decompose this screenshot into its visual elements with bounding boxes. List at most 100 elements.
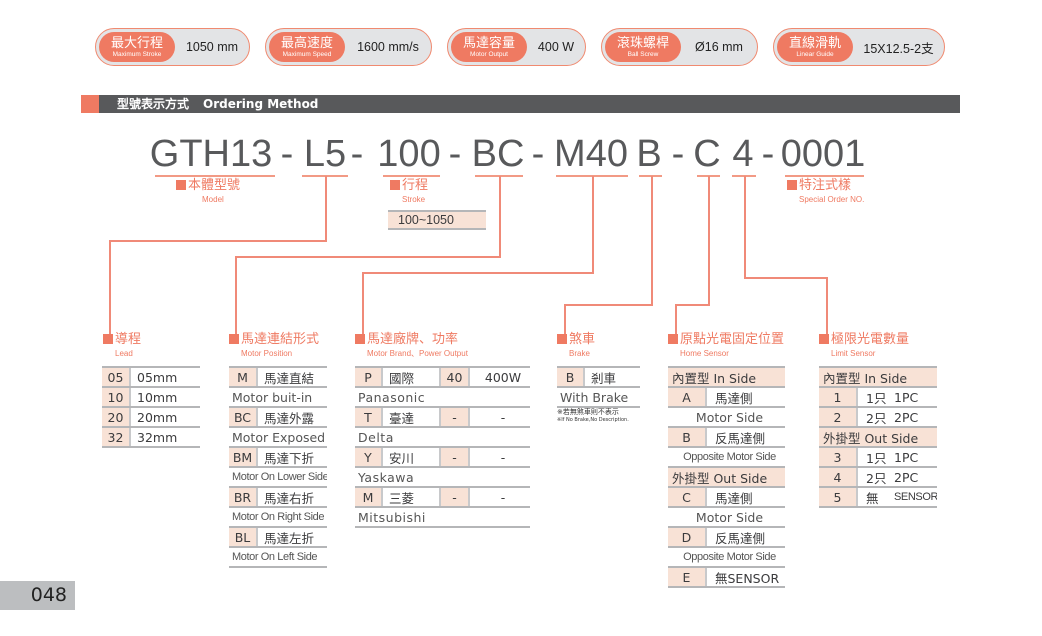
table-cell: Opposite Motor Side xyxy=(683,451,776,463)
code-separator: - xyxy=(448,133,462,175)
table-row: Yaskawa xyxy=(355,466,530,486)
label-special-zh: 特注式樣 xyxy=(787,178,864,194)
table-row: B 反馬達側 xyxy=(668,426,785,446)
spec-value: 1050 mm xyxy=(185,40,239,54)
code-separator: - xyxy=(280,133,294,175)
table-cell: 2PC xyxy=(894,469,919,485)
table-cell: C xyxy=(668,488,707,506)
table-cell: 2PC xyxy=(894,409,919,425)
table-row: Opposite Motor Side xyxy=(668,546,785,566)
table-cell: 馬達外露 xyxy=(264,410,315,426)
code-underline xyxy=(155,175,275,177)
section-label-zh: 煞車 xyxy=(557,332,595,348)
table-cell: BL xyxy=(229,528,258,546)
table-row: With Brake xyxy=(557,386,640,408)
table-cell: BM xyxy=(229,448,258,466)
code-segment: M40 xyxy=(554,133,628,175)
spec-label-zh: 滾珠螺桿 xyxy=(616,35,669,51)
table-row: Motor Side xyxy=(668,506,785,526)
header-accent xyxy=(81,95,99,113)
table-cell: - xyxy=(500,449,506,465)
code-separator: - xyxy=(761,133,775,175)
spec-label-en: Ball Screw xyxy=(627,50,659,58)
connector-line xyxy=(744,277,828,279)
connector-line xyxy=(651,176,653,304)
table-cell: 安川 xyxy=(383,448,441,466)
table-cell: Motor On Left Side xyxy=(232,551,318,563)
table-cell: BC xyxy=(229,408,258,426)
table-cell: Panasonic xyxy=(358,389,426,405)
table-cell: M xyxy=(229,368,258,386)
table-cell: Opposite Motor Side xyxy=(683,551,776,563)
section-label-zh: 導程 xyxy=(103,332,141,348)
spec-value: 400 W xyxy=(537,40,575,54)
table-cell: B xyxy=(668,428,707,446)
table-row: Motor Side xyxy=(668,406,785,426)
table-row: 外掛型 Out Side xyxy=(819,426,937,446)
table-cell: 反馬達側 xyxy=(715,530,766,546)
table-cell: - xyxy=(500,489,506,505)
connector-line xyxy=(235,256,501,258)
table-cell: T xyxy=(355,408,383,426)
table-row: Motor On Lower Side xyxy=(229,466,327,486)
table-cell: P xyxy=(355,368,383,386)
table-cell: 10 xyxy=(102,388,131,406)
section-label-zh: 原點光電固定位置 xyxy=(668,332,784,348)
table-cell: 馬達側 xyxy=(715,490,753,506)
table-cell: Motor On Lower Side xyxy=(232,471,327,483)
table-cell: 三菱 xyxy=(383,488,441,506)
table-row: 外掛型 Out Side xyxy=(668,466,785,486)
code-segment: GTH13 xyxy=(149,133,273,175)
table-row: 內置型 In Side xyxy=(819,366,937,386)
label-special-en: Special Order NO. xyxy=(799,195,865,204)
code-underline xyxy=(302,175,348,177)
label-stroke-zh: 行程 xyxy=(390,178,428,194)
connector-line xyxy=(744,176,746,277)
table-cell: 反馬達側 xyxy=(715,430,766,446)
table-cell: 馬達直結 xyxy=(264,370,315,386)
table-cell: 臺達 xyxy=(383,408,441,426)
connector-line xyxy=(235,256,237,334)
table-cell: E xyxy=(668,568,707,586)
code-separator: - xyxy=(671,133,685,175)
page-number: 048 xyxy=(0,581,75,610)
table-cell: Motor Side xyxy=(695,509,764,525)
table-cell: 40 xyxy=(441,368,470,386)
section-label-en: Limit Sensor xyxy=(831,349,876,358)
connector-line xyxy=(675,304,677,334)
table-cell: 1PC xyxy=(894,389,919,405)
section-label-zh: 馬達連結形式 xyxy=(229,332,319,348)
connector-line xyxy=(826,277,828,334)
connector-line xyxy=(592,176,594,272)
connector-line xyxy=(499,176,501,256)
table-cell: 400W xyxy=(484,369,522,385)
code-underline xyxy=(383,175,440,177)
code-separator: - xyxy=(531,133,545,175)
section-label-en: Motor Position xyxy=(241,349,293,358)
code-separator: - xyxy=(350,133,364,175)
table-cell: Motor buit-in xyxy=(232,389,313,405)
table-cell: 2只 xyxy=(866,410,887,426)
label-model-en: Model xyxy=(202,195,224,204)
table-cell: - xyxy=(441,488,470,506)
brake-note: ※若無煞車則不表示 xyxy=(557,408,619,416)
code-segment: C xyxy=(693,133,721,175)
table-cell: Yaskawa xyxy=(358,469,415,485)
connector-line xyxy=(325,176,327,240)
section-label-en: Lead xyxy=(115,349,133,358)
label-special: 特注式樣 Special Order NO. xyxy=(787,178,864,205)
